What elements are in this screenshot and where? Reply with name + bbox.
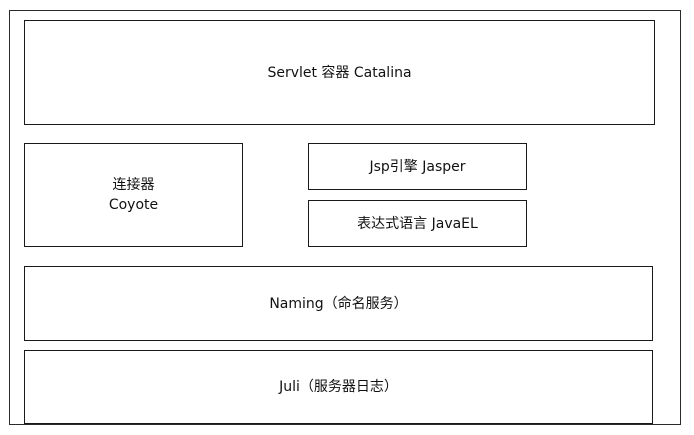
catalina-label: Servlet 容器 Catalina xyxy=(267,64,412,81)
coyote-label-line1: 连接器 xyxy=(112,177,155,193)
naming-label: Naming（命名服务） xyxy=(269,295,408,312)
jasper-label: Jsp引擎 Jasper xyxy=(369,158,466,175)
juli-box: Juli（服务器日志） xyxy=(24,350,653,424)
javael-label: 表达式语言 JavaEL xyxy=(357,215,478,232)
javael-box: 表达式语言 JavaEL xyxy=(308,200,527,247)
naming-box: Naming（命名服务） xyxy=(24,266,653,341)
diagram-frame xyxy=(9,10,681,425)
juli-label: Juli（服务器日志） xyxy=(279,379,398,395)
coyote-label-line2: Coyote xyxy=(108,197,159,213)
coyote-box: 连接器 Coyote xyxy=(24,143,243,247)
jasper-box: Jsp引擎 Jasper xyxy=(308,143,527,190)
catalina-box: Servlet 容器 Catalina xyxy=(24,20,655,125)
